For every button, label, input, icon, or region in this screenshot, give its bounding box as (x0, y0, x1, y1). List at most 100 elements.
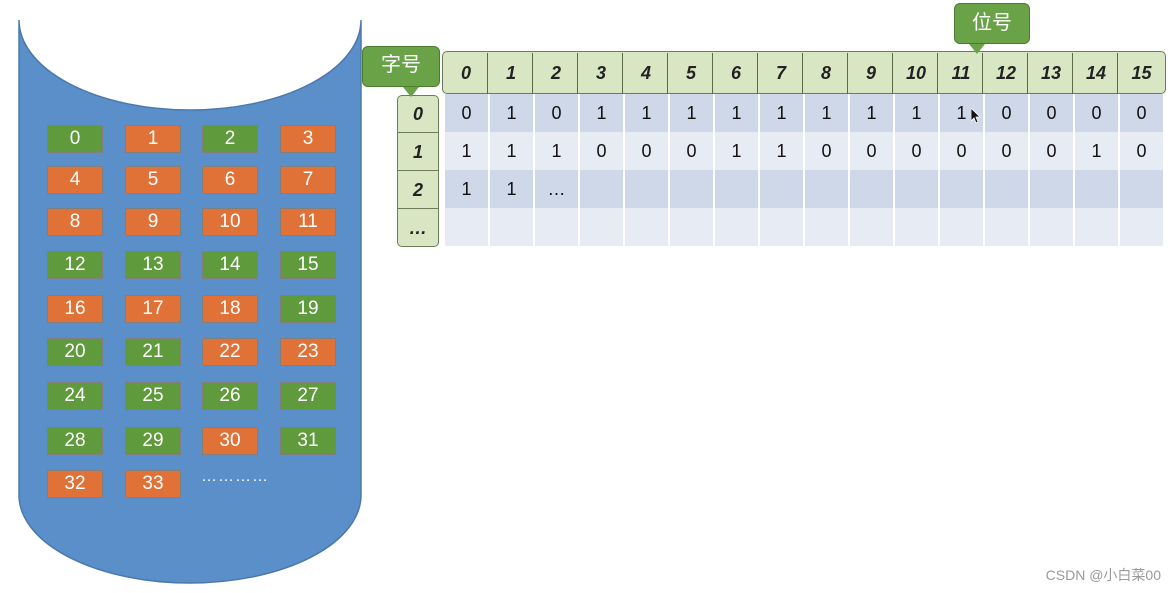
bit-cell: 0 (940, 132, 983, 170)
disk-block: 5 (125, 166, 181, 194)
bit-cell (760, 170, 803, 208)
disk-block: 25 (125, 382, 181, 410)
more-blocks-ellipsis: ………… (201, 468, 269, 485)
disk-block: 6 (202, 166, 258, 194)
bit-cell: 0 (1075, 94, 1118, 132)
bit-cell (1030, 170, 1073, 208)
disk-block: 10 (202, 208, 258, 236)
disk-block: 14 (202, 251, 258, 279)
bit-column-header: 12 (985, 53, 1028, 94)
bitmap-row (445, 208, 1163, 246)
bit-column-header: 6 (715, 53, 758, 94)
bit-cell: 1 (490, 170, 533, 208)
bit-cell (760, 208, 803, 246)
bit-cell (715, 170, 758, 208)
bit-column-header: 13 (1030, 53, 1073, 94)
bit-cell: 1 (1075, 132, 1118, 170)
bit-cell (895, 208, 938, 246)
bit-cell: 1 (715, 132, 758, 170)
bit-cell (805, 170, 848, 208)
disk-block: 33 (125, 470, 181, 498)
bit-cell: 1 (715, 94, 758, 132)
mouse-pointer-icon (971, 108, 981, 124)
bit-column-header: 4 (625, 53, 668, 94)
word-number-label: 字号 (381, 54, 421, 76)
bit-column-header: 0 (445, 53, 488, 94)
bit-cell (445, 208, 488, 246)
bit-column-header: 8 (805, 53, 848, 94)
bit-cell (580, 208, 623, 246)
bit-column-header: 2 (535, 53, 578, 94)
bit-column-header: 3 (580, 53, 623, 94)
bit-cell (715, 208, 758, 246)
disk-block: 21 (125, 338, 181, 366)
bit-number-label: 位号 (972, 12, 1012, 34)
bit-cell (850, 170, 893, 208)
bit-column-header: 14 (1075, 53, 1118, 94)
disk-cylinder (18, 19, 362, 584)
bit-cell: 0 (1120, 132, 1163, 170)
bit-cell (985, 208, 1028, 246)
bit-cell: 0 (535, 94, 578, 132)
bit-cell (1030, 208, 1073, 246)
bit-cell (805, 208, 848, 246)
disk-block: 26 (202, 382, 258, 410)
bit-cell (625, 208, 668, 246)
bit-column-header: 1 (490, 53, 533, 94)
bit-number-callout: 位号 (954, 3, 1030, 54)
bit-cell (670, 208, 713, 246)
word-row-header: 1 (397, 133, 439, 171)
word-number-header-band (397, 95, 439, 247)
disk-block: 16 (47, 295, 103, 323)
disk-block: 2 (202, 125, 258, 153)
bit-cell: 0 (985, 94, 1028, 132)
disk-block: 8 (47, 208, 103, 236)
bit-cell (850, 208, 893, 246)
bit-cell: 1 (760, 132, 803, 170)
bit-cell (670, 170, 713, 208)
disk-block: 9 (125, 208, 181, 236)
bit-cell (895, 170, 938, 208)
disk-block: 17 (125, 295, 181, 323)
disk-block: 28 (47, 427, 103, 455)
bit-cell: 1 (760, 94, 803, 132)
bit-cell: 1 (625, 94, 668, 132)
bit-cell (1075, 170, 1118, 208)
bit-cell: 0 (625, 132, 668, 170)
word-row-header: 0 (397, 95, 439, 133)
bit-cell: 0 (445, 94, 488, 132)
bit-cell: 1 (535, 132, 578, 170)
watermark: CSDN @小白菜00 (1045, 567, 1161, 583)
word-row-header: 2 (397, 171, 439, 209)
disk-block: 4 (47, 166, 103, 194)
bit-column-header: 11 (940, 53, 983, 94)
disk-block: 30 (202, 427, 258, 455)
disk-block: 15 (280, 251, 336, 279)
disk-block: 31 (280, 427, 336, 455)
bit-cell: 1 (580, 94, 623, 132)
disk-block: 7 (280, 166, 336, 194)
bit-cell: 0 (805, 132, 848, 170)
bit-cell: 1 (490, 132, 533, 170)
bit-cell: 1 (805, 94, 848, 132)
bit-cell: 0 (1120, 94, 1163, 132)
bit-cell (985, 170, 1028, 208)
disk-block: 19 (280, 295, 336, 323)
bit-cell (1075, 208, 1118, 246)
bit-cell (940, 170, 983, 208)
bit-column-header: 9 (850, 53, 893, 94)
bit-cell (940, 208, 983, 246)
bit-cell: 1 (490, 94, 533, 132)
bit-column-header: 15 (1131, 63, 1152, 83)
bit-cell: 1 (850, 94, 893, 132)
bit-number-header-band (442, 51, 1166, 94)
bit-cell: 1 (670, 94, 713, 132)
bit-cell: 1 (445, 132, 488, 170)
bit-cell (1120, 208, 1163, 246)
disk-block: 22 (202, 338, 258, 366)
bit-cell: 0 (580, 132, 623, 170)
